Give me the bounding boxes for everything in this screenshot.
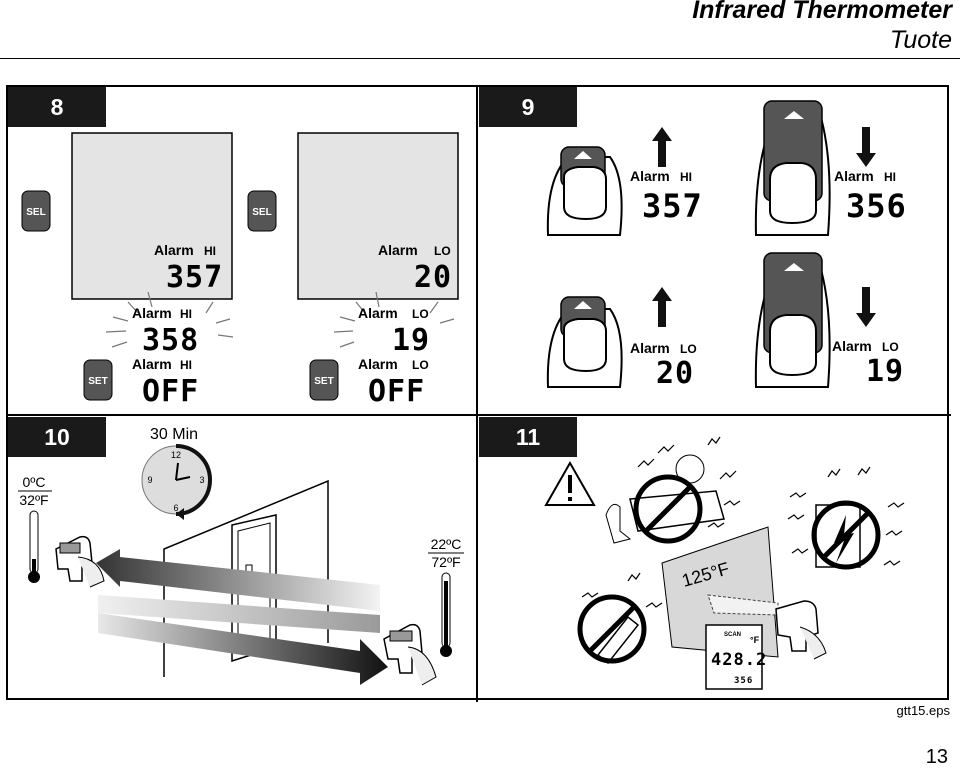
display-reading: 428.2: [711, 650, 767, 670]
set-button-right: [309, 359, 339, 401]
display-unit-label: °F: [750, 635, 760, 645]
instruction-figure: 8 SEL SET Alarm HI 357 Alarm HI 358 Alar…: [6, 85, 951, 702]
p9-value-357: 357: [642, 187, 703, 225]
p9-hi-1: HI: [680, 170, 692, 184]
arrow-up-icon-lo: [652, 287, 672, 327]
lcd-value-19: 19: [392, 323, 430, 358]
cold-celsius: 0ºC: [22, 474, 45, 490]
lcd-screen-right: [297, 132, 459, 300]
document-subtitle: Tuote: [889, 26, 952, 54]
p9-alarm-3: Alarm: [630, 340, 670, 356]
alarm-label-4: Alarm: [378, 242, 418, 258]
sel-button-right: [247, 190, 277, 232]
clock-icon: 12 3 6 9: [141, 444, 212, 520]
panel-8-tag-bg: [8, 87, 106, 127]
arrow-back-icon: [96, 549, 380, 611]
alarm-label-2: Alarm: [132, 305, 172, 321]
sel-label-left: SEL: [26, 207, 45, 218]
cold-fahrenheit: 32ºF: [19, 492, 48, 508]
sel-label-right: SEL: [252, 207, 271, 218]
lcd-value-off-right: OFF: [368, 374, 425, 409]
panel-11: 11: [479, 417, 905, 690]
thirty-min-label: 30 Min: [150, 426, 198, 443]
p9-alarm-1: Alarm: [630, 168, 670, 184]
p9-value-20: 20: [656, 356, 694, 391]
arrow-forward-icon: [98, 613, 388, 685]
arrow-down-icon-lo: [856, 287, 876, 327]
panel-10: 10 30 Min 12 3 6 9 0ºC 32ºF: [8, 417, 464, 686]
ir-gun-cold-icon: [55, 535, 105, 588]
alarm-label-1: Alarm: [154, 242, 194, 258]
lcd-value-20: 20: [414, 260, 452, 295]
electric-hazard-prohibited-icon: [787, 466, 905, 570]
p9-lo-4: LO: [882, 340, 899, 354]
flash-rays-left: [105, 291, 234, 348]
header-rule: [0, 58, 960, 59]
lcd-value-off-left: OFF: [142, 374, 199, 409]
arrow-up-icon: [652, 127, 672, 167]
display-small-reading: 356: [734, 676, 753, 686]
arrow-down-icon: [856, 127, 876, 167]
alarm-label-6: Alarm: [358, 356, 398, 372]
emf-source-prohibited-icon: [605, 436, 741, 544]
warm-celsius: 22ºC: [431, 536, 462, 552]
panel-9-tag: 9: [522, 94, 535, 120]
panel-9: 9 Alarm HI 357 Alarm HI 356: [479, 87, 907, 391]
p9-hi-2: HI: [884, 170, 896, 184]
flash-rays-right: [333, 291, 455, 348]
lo-label-4: LO: [434, 244, 451, 258]
panel-11-tag-bg: [479, 417, 577, 457]
alarm-label-5: Alarm: [358, 305, 398, 321]
set-label-left: SET: [88, 376, 107, 387]
display-scan-label: SCAN: [724, 632, 741, 638]
clock-12: 12: [171, 450, 181, 460]
warning-icon: [544, 460, 596, 506]
panel-10-tag: 10: [44, 424, 70, 450]
clock-3: 3: [199, 475, 204, 485]
finger-press-down-hi: [754, 100, 831, 236]
panel-9-tag-bg: [479, 87, 577, 127]
hi-label-3: HI: [180, 358, 192, 372]
p9-alarm-2: Alarm: [834, 168, 874, 184]
finger-press-up-lo: [546, 296, 623, 388]
panel-8: 8 SEL SET Alarm HI 357 Alarm HI 358 Alar…: [8, 87, 459, 409]
p9-alarm-4: Alarm: [832, 338, 872, 354]
lo-label-6: LO: [412, 358, 429, 372]
panel-10-tag-bg: [8, 417, 106, 457]
steam-prohibited-icon: [577, 572, 663, 665]
finger-press-down-lo: [754, 252, 831, 388]
figure-caption: gtt15.eps: [896, 703, 951, 718]
thermometer-warm-icon: [440, 572, 452, 657]
warm-fahrenheit: 72ºF: [431, 554, 460, 570]
p9-value-356: 356: [846, 187, 907, 225]
clock-6: 6: [173, 503, 178, 513]
p9-lo-3: LO: [680, 342, 697, 356]
lcd-screen-left: [71, 132, 233, 300]
document-title: Infrared Thermometer: [692, 0, 952, 24]
hi-label-2: HI: [180, 307, 192, 321]
finger-press-up-hi: [546, 146, 623, 236]
page-number: 13: [925, 746, 948, 768]
lcd-value-357: 357: [166, 260, 223, 295]
ir-gun-warm-icon: [383, 623, 437, 686]
ir-gun-display-icon: SCAN °F 428.2 356: [705, 600, 827, 690]
panel-11-tag: 11: [516, 424, 541, 450]
alarm-label-3: Alarm: [132, 356, 172, 372]
thermometer-cold-icon: [28, 510, 40, 583]
panel-8-tag: 8: [51, 94, 64, 120]
figure-canvas: 8 SEL SET Alarm HI 357 Alarm HI 358 Alar…: [8, 87, 951, 702]
set-button-left: [83, 359, 113, 401]
p9-value-19: 19: [866, 354, 904, 389]
lo-label-5: LO: [412, 307, 429, 321]
lcd-value-358: 358: [142, 323, 199, 358]
sel-button-left: [21, 190, 51, 232]
clock-9: 9: [147, 475, 152, 485]
shadow-band: [98, 595, 380, 633]
hi-label-1: HI: [204, 244, 216, 258]
set-label-right: SET: [314, 376, 333, 387]
